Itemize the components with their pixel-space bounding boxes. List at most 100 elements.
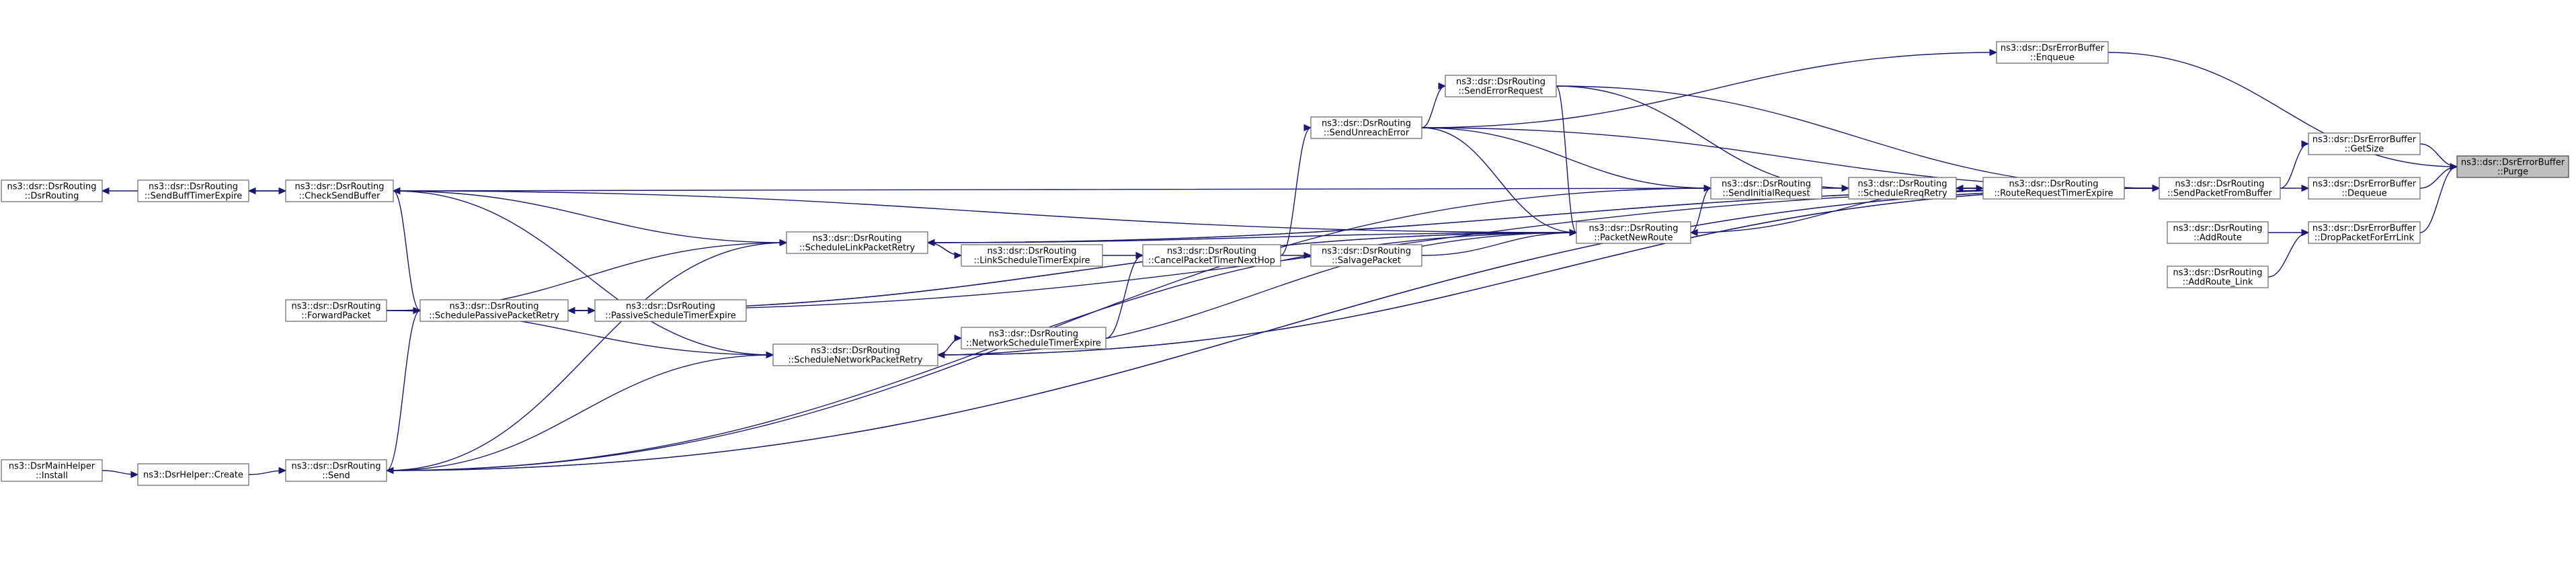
edge-cancelnexthop-to-sendunreach: [1280, 124, 1312, 256]
node-dequeue[interactable]: ns3::dsr::DsrErrorBuffer::Dequeue: [2308, 177, 2421, 200]
edge-sendunreach-to-enqueue: [1421, 48, 1998, 128]
arrowhead-icon: [1689, 229, 1698, 237]
node-dsrrouting[interactable]: ns3::dsr::DsrRouting::DsrRouting: [1, 179, 103, 202]
node-label-line: ns3::dsr::DsrRouting: [450, 302, 539, 312]
node-addroutelink[interactable]: ns3::dsr::DsrRouting::AddRoute_Link: [2167, 266, 2269, 288]
node-sendbufftimer[interactable]: ns3::dsr::DsrRouting::SendBuffTimerExpir…: [137, 179, 249, 202]
edge-sendbufftimer-to-checksend: [249, 187, 287, 195]
node-label-line: ns3::dsr::DsrRouting: [2009, 179, 2099, 190]
node-box: [2167, 221, 2269, 244]
edge-sendfrombuffer-to-schednetwork: [936, 188, 2160, 359]
node-label-line: ns3::DsrHelper::Create: [143, 471, 243, 481]
node-schedlink[interactable]: ns3::dsr::DsrRouting::ScheduleLinkPacket…: [786, 231, 928, 254]
node-label-line: ::SendErrorRequest: [1459, 87, 1543, 97]
edge-send-to-schedpassive: [386, 307, 421, 471]
node-label-line: ns3::dsr::DsrRouting: [2175, 179, 2265, 190]
node-checksend[interactable]: ns3::dsr::DsrRouting::CheckSendBuffer: [285, 179, 394, 202]
node-box: [1710, 177, 1822, 200]
arrowhead-icon: [392, 187, 401, 195]
node-label-line: ::LinkScheduleTimerExpire: [973, 256, 1090, 266]
node-box: [285, 459, 387, 482]
node-box: [1445, 75, 1557, 97]
node-label-line: ns3::dsr::DsrRouting: [149, 182, 238, 192]
node-label-line: ::Install: [36, 471, 68, 481]
node-label-line: ns3::dsr::DsrRouting: [292, 302, 381, 312]
edge-cancelnexthop-to-salvage: [1280, 251, 1312, 259]
node-box: [786, 231, 928, 254]
node-send[interactable]: ns3::dsr::DsrRouting::Send: [285, 459, 387, 482]
node-purge[interactable]: ns3::dsr::DsrErrorBuffer::Purge: [2456, 155, 2569, 178]
node-salvage[interactable]: ns3::dsr::DsrRouting::SalvagePacket: [1310, 244, 1422, 267]
node-helpercreate[interactable]: ns3::DsrHelper::Create: [137, 463, 249, 486]
node-passivetimer[interactable]: ns3::dsr::DsrRouting::PassiveScheduleTim…: [594, 299, 747, 322]
node-enqueue[interactable]: ns3::dsr::DsrErrorBuffer::Enqueue: [1996, 41, 2109, 64]
edge-schednetwork-to-networktimer: [937, 334, 963, 356]
edge-sendfrombuffer-to-send: [385, 188, 2160, 475]
node-label-line: ns3::dsr::DsrErrorBuffer: [2001, 44, 2105, 54]
edge-packetnewroute-to-schedlink: [926, 232, 1577, 247]
node-routereqtimer[interactable]: ns3::dsr::DsrRouting::RouteRequestTimerE…: [1982, 177, 2125, 200]
node-getsize[interactable]: ns3::dsr::DsrErrorBuffer::GetSize: [2308, 132, 2421, 155]
arrowhead-icon: [2301, 229, 2310, 237]
node-label-line: ::CheckSendBuffer: [299, 192, 381, 202]
node-box: [2456, 155, 2569, 178]
node-label-line: ns3::dsr::DsrRouting: [626, 302, 715, 312]
node-label-line: ns3::dsr::DsrErrorBuffer: [2312, 135, 2417, 145]
node-cancelnexthop[interactable]: ns3::dsr::DsrRouting::CancelPacketTimerN…: [1142, 244, 1281, 267]
node-sendinitial[interactable]: ns3::dsr::DsrRouting::SendInitialRequest: [1710, 177, 1822, 200]
node-label-line: ::RouteRequestTimerExpire: [1994, 189, 2113, 199]
node-label-line: ::ScheduleNetworkPacketRetry: [789, 356, 923, 366]
arrowhead-icon: [2301, 140, 2310, 148]
node-sendfrombuffer[interactable]: ns3::dsr::DsrRouting::SendPacketFromBuff…: [2159, 177, 2281, 200]
node-linktimer[interactable]: ns3::dsr::DsrRouting::LinkScheduleTimerE…: [961, 244, 1103, 267]
node-addroute[interactable]: ns3::dsr::DsrRouting::AddRoute: [2167, 221, 2269, 244]
node-box: [137, 463, 249, 486]
arrowhead-icon: [1989, 48, 1998, 56]
node-label-line: ns3::dsr::DsrRouting: [1722, 179, 1811, 190]
node-sendunreach[interactable]: ns3::dsr::DsrRouting::SendUnreachError: [1310, 116, 1422, 139]
node-box: [1576, 221, 1691, 244]
edge-enqueue-to-purge: [2107, 52, 2458, 171]
edge-sendfrombuffer-to-dequeue: [2280, 184, 2310, 192]
node-label-line: ::SendUnreachError: [1324, 128, 1410, 138]
arrowhead-icon: [278, 187, 287, 195]
node-dropforerr[interactable]: ns3::dsr::DsrErrorBuffer::DropPacketForE…: [2308, 221, 2421, 244]
node-schedulereq[interactable]: ns3::dsr::DsrRouting::ScheduleRreqRetry: [1848, 177, 1957, 200]
node-label-line: ::Dequeue: [2341, 189, 2387, 199]
node-schedpassive[interactable]: ns3::dsr::DsrRouting::SchedulePassivePac…: [419, 299, 569, 322]
node-label-line: ::SendInitialRequest: [1722, 189, 1810, 199]
node-label-line: ns3::dsr::DsrRouting: [1858, 179, 1947, 190]
node-box: [285, 179, 394, 202]
arrowhead-icon: [385, 466, 394, 475]
edge-sendfrombuffer-to-schedlink: [926, 188, 2160, 247]
node-label-line: ::SendPacketFromBuffer: [2167, 189, 2272, 199]
edge-networktimer-to-cancelnexthop: [1105, 251, 1144, 339]
arrowhead-icon: [936, 351, 945, 359]
arrowhead-icon: [1303, 251, 1312, 259]
node-label-line: ns3::dsr::DsrRouting: [989, 329, 1078, 339]
node-mainhelper[interactable]: ns3::DsrMainHelper::Install: [1, 459, 103, 482]
node-forward[interactable]: ns3::dsr::DsrRouting::ForwardPacket: [285, 299, 387, 322]
node-packetnewroute[interactable]: ns3::dsr::DsrRouting::PacketNewRoute: [1576, 221, 1691, 244]
node-label-line: ::ForwardPacket: [301, 311, 371, 321]
node-senderror[interactable]: ns3::dsr::DsrRouting::SendErrorRequest: [1445, 75, 1557, 97]
node-box: [2167, 266, 2269, 288]
arrowhead-icon: [2301, 184, 2310, 192]
node-box: [2308, 221, 2421, 244]
node-label-line: ::SchedulePassivePacketRetry: [429, 311, 559, 321]
node-networktimer[interactable]: ns3::dsr::DsrRouting::NetworkScheduleTim…: [961, 327, 1106, 350]
node-box: [1, 459, 103, 482]
node-box: [419, 299, 569, 322]
arrowhead-icon: [2450, 163, 2458, 171]
node-box: [961, 244, 1103, 267]
edge-schednetwork-to-checksend: [392, 187, 774, 356]
arrowhead-icon: [926, 239, 935, 247]
node-schednetwork[interactable]: ns3::dsr::DsrRouting::ScheduleNetworkPac…: [772, 343, 938, 366]
edge-send-to-schedlink: [386, 239, 788, 471]
node-label-line: ::PacketNewRoute: [1594, 233, 1673, 243]
node-label-line: ns3::dsr::DsrRouting: [2173, 224, 2263, 234]
node-label-line: ns3::dsr::DsrErrorBuffer: [2312, 224, 2417, 234]
node-label-line: ::CancelPacketTimerNextHop: [1148, 256, 1275, 266]
node-box: [137, 179, 249, 202]
